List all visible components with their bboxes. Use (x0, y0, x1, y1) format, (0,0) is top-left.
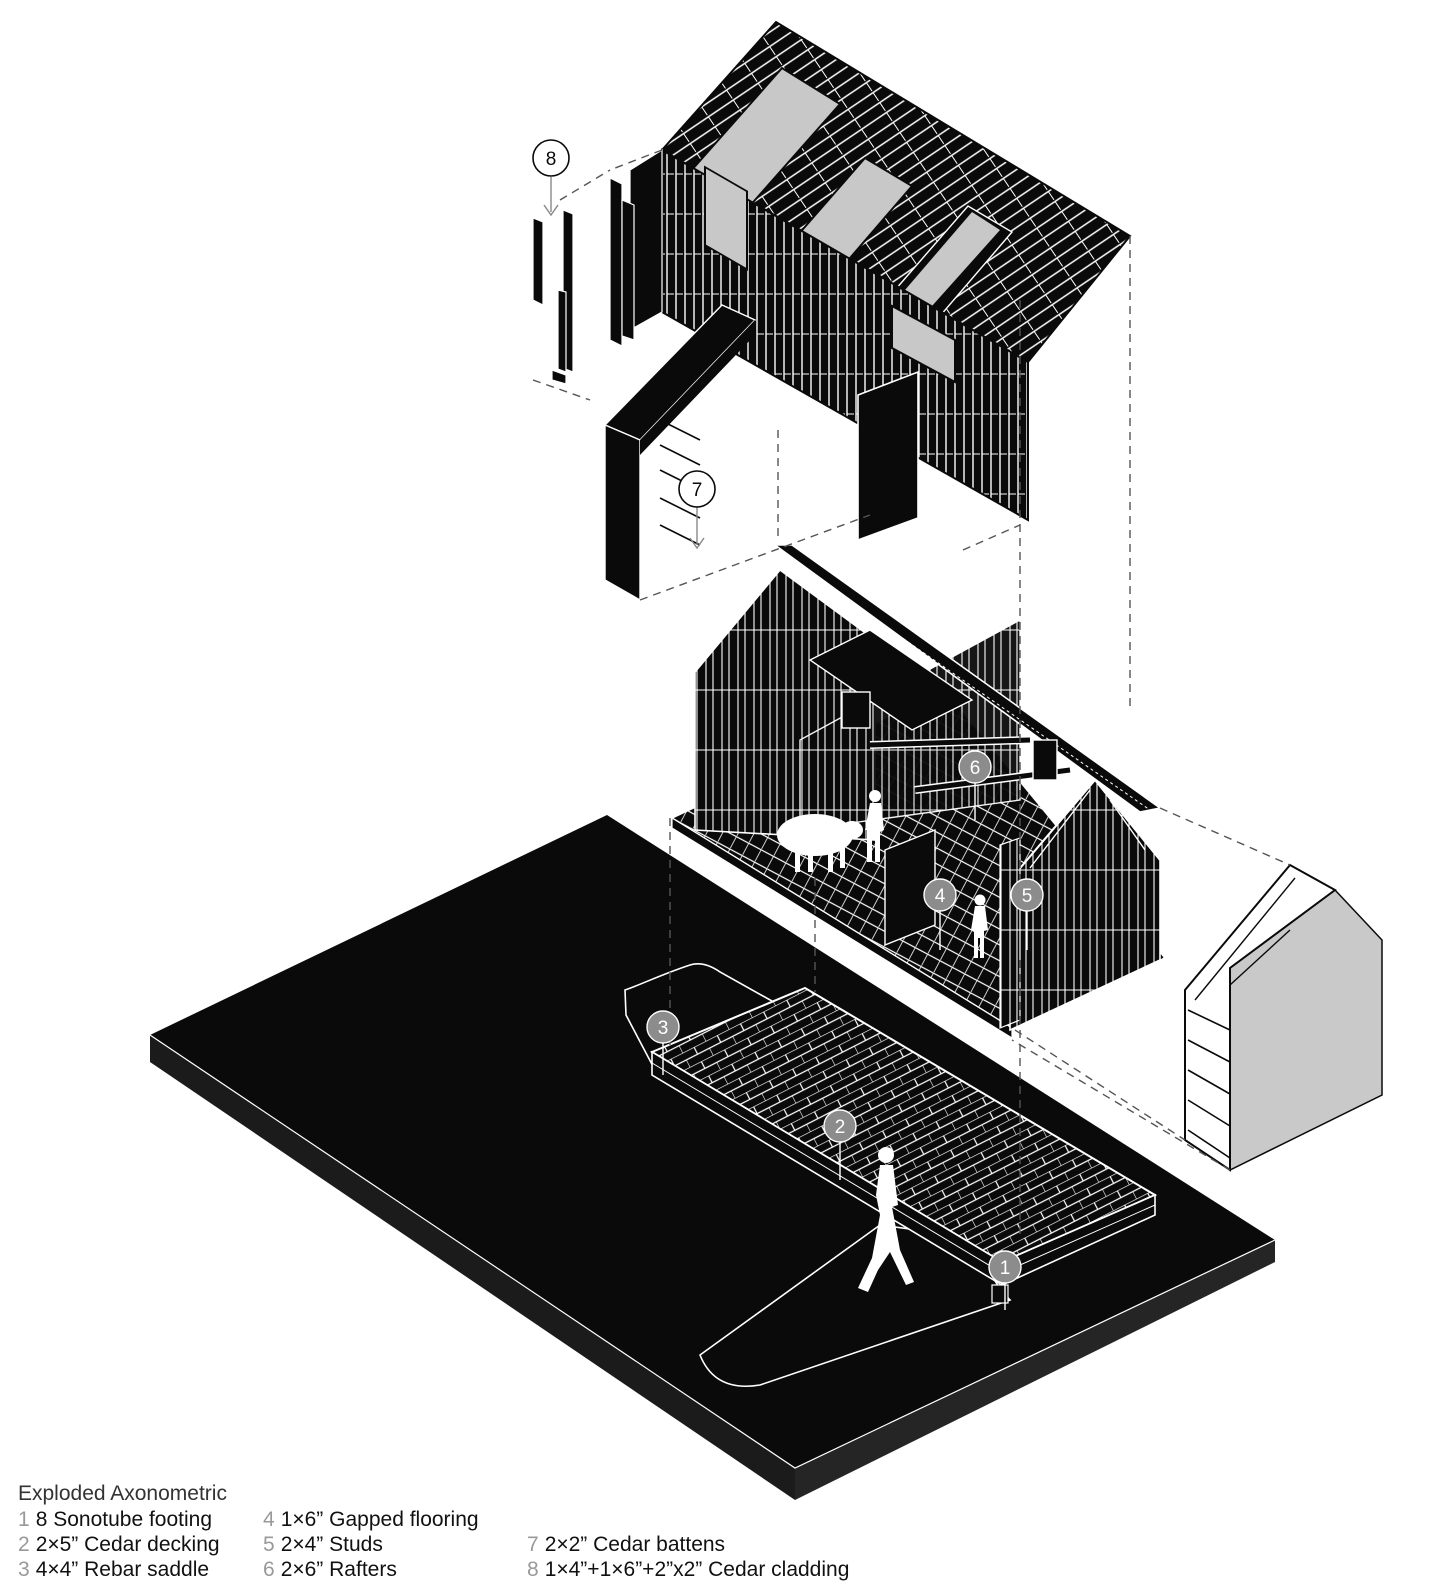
legend-number: 2 (18, 1533, 30, 1556)
callout-7: 7 (678, 470, 716, 550)
callout-3: 3 (646, 1010, 680, 1075)
legend-label: 2×5” Cedar decking (35, 1533, 220, 1556)
legend-number: 3 (18, 1558, 30, 1581)
legend-number: 7 (527, 1533, 539, 1556)
legend-label: 1×6” Gapped flooring (280, 1508, 479, 1531)
callout-4: 4 (923, 878, 957, 950)
svg-text:7: 7 (692, 480, 703, 501)
legend-label: 2×2” Cedar battens (544, 1533, 726, 1556)
callout-8: 8 (532, 139, 570, 217)
legend-number: 8 (527, 1558, 539, 1581)
sheep-figure (777, 814, 863, 872)
human-figure-small (971, 894, 988, 958)
legend-label: 2×4” Studs (280, 1533, 383, 1556)
cladding-shell (603, 20, 1132, 602)
legend-label: 2×6” Rafters (280, 1558, 397, 1581)
legend-label: 8 Sonotube footing (35, 1508, 213, 1531)
legend-label: 4×4” Rebar saddle (35, 1558, 210, 1581)
svg-text:6: 6 (970, 758, 981, 779)
diagram-title: Exploded Axonometric (18, 1482, 227, 1505)
svg-text:8: 8 (546, 149, 557, 170)
legend-number: 6 (263, 1558, 275, 1581)
callout-5: 5 (1010, 878, 1044, 950)
human-figure-walking (858, 1147, 914, 1292)
callout-2: 2 (823, 1109, 857, 1180)
legend-number: 1 (18, 1508, 30, 1531)
legend-number: 4 (263, 1508, 275, 1531)
loose-cladding-boards (532, 177, 635, 385)
callout-1: 1 (988, 1250, 1022, 1310)
callout-6: 6 (958, 750, 992, 820)
svg-text:3: 3 (658, 1018, 669, 1039)
svg-text:2: 2 (835, 1117, 846, 1138)
legend-label: 1×4”+1×6”+2”x2” Cedar cladding (544, 1558, 850, 1581)
svg-text:5: 5 (1022, 886, 1033, 907)
legend-number: 5 (263, 1533, 275, 1556)
svg-text:1: 1 (1000, 1258, 1011, 1279)
human-figure-standing (865, 790, 884, 862)
frame-structure (670, 544, 1167, 1040)
gable-end-panel (1184, 863, 1383, 1172)
svg-text:4: 4 (935, 886, 946, 907)
dashed-alignment-lines (532, 149, 1291, 1240)
